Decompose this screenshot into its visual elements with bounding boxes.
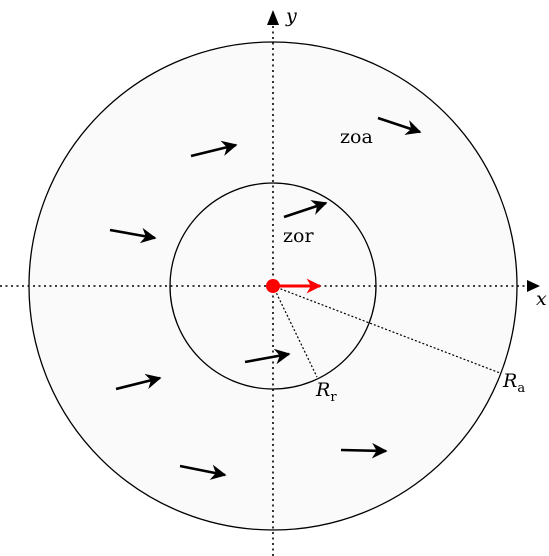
- zone-of-attraction-label: zoa: [340, 126, 373, 148]
- x-axis-label: x: [536, 288, 547, 310]
- x-axis-arrowhead: [527, 280, 540, 292]
- y-axis-arrowhead: [267, 10, 279, 25]
- neighbor-arrow-icon: [109, 227, 157, 244]
- repulsion-radius-subscript: r: [330, 390, 337, 405]
- neighbor-arrows: [109, 116, 422, 480]
- attraction-radius-label: Ra: [502, 370, 525, 396]
- focal-agent-dot-icon: [266, 279, 280, 293]
- neighbor-arrow-icon: [244, 348, 291, 365]
- repulsion-radius-line: [272, 285, 318, 378]
- neighbor-arrow-icon: [340, 442, 388, 459]
- zone-of-repulsion-label: zor: [283, 225, 314, 247]
- repulsion-radius-label: Rr: [315, 379, 337, 405]
- attraction-radius-symbol: R: [502, 370, 517, 392]
- repulsion-radius-symbol: R: [315, 379, 330, 401]
- neighbor-arrow-icon: [190, 140, 238, 158]
- neighbor-arrow-icon: [283, 200, 328, 219]
- attraction-radius-subscript: a: [517, 381, 525, 396]
- neighbor-arrow-icon: [115, 373, 162, 391]
- y-axis-label: y: [285, 5, 297, 27]
- attraction-radius-line: [272, 285, 501, 374]
- neighbor-arrow-icon: [179, 464, 227, 480]
- neighbor-arrow-icon: [377, 116, 422, 135]
